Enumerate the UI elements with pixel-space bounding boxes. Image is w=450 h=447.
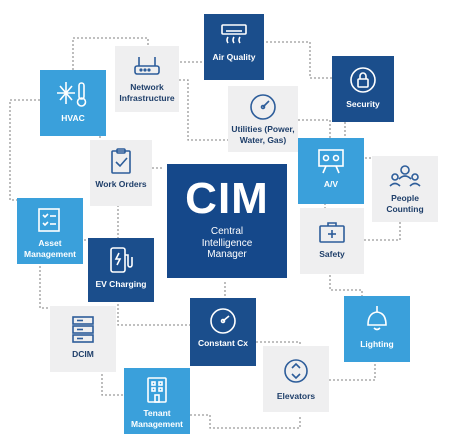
tile-work-orders: Work Orders [90, 140, 152, 206]
tile-utilities-label: Utilities (Power, Water, Gas) [231, 124, 295, 145]
tile-asset-management-label: Asset Management [24, 238, 76, 259]
connector-dcim-asset [39, 262, 52, 309]
tile-network-infrastructure: Network Infrastructure [115, 46, 179, 112]
pendant-lamp-icon [367, 306, 387, 331]
tile-av-label: A/V [323, 179, 339, 189]
air-conditioner-icon [221, 24, 247, 44]
tile-ev-charging-label: EV Charging [95, 279, 147, 289]
connector-hvac-asset [9, 99, 40, 201]
connector-safety-lighting [329, 275, 363, 298]
security-lock-icon [350, 67, 376, 93]
connector-utilities-av [298, 119, 331, 140]
server-rack-icon [72, 316, 94, 343]
tile-dcim-label: DCIM [72, 349, 94, 359]
tile-work-orders-label: Work Orders [95, 179, 147, 189]
av-presentation-icon [318, 149, 344, 174]
tile-safety-label: Safety [319, 249, 345, 259]
connector-hvac-network [72, 37, 149, 70]
elevator-arrows-icon [284, 359, 308, 383]
tile-safety: Safety [300, 208, 364, 274]
connector-ev-constant [117, 300, 190, 326]
asset-checklist-icon [38, 208, 60, 232]
tile-ev-charging: EV Charging [88, 238, 154, 302]
utilities-gauge-icon [250, 94, 276, 120]
tile-utilities: Utilities (Power, Water, Gas) [228, 86, 298, 152]
cim-subtitle-line-3: Manager [207, 249, 247, 260]
people-counting-icon [389, 165, 421, 187]
cim-subtitle: Central Intelligence Manager [167, 226, 287, 261]
cim-title: CIM [185, 174, 269, 223]
tile-constant-cx-label: Constant Cx [197, 338, 249, 348]
connector-people-safety [362, 218, 401, 241]
hvac-snowflake-thermometer-icon [57, 82, 87, 107]
tile-air-quality: Air Quality [204, 14, 264, 80]
cim-center-block: CIM Central Intelligence Manager [163, 160, 291, 282]
tile-security: Security [332, 56, 394, 122]
cim-subtitle-line-2: Intelligence [201, 237, 253, 249]
tile-people-counting-label: People Counting [386, 193, 424, 214]
tile-air-quality-label: Air Quality [212, 52, 256, 62]
tile-constant-cx: Constant Cx [190, 298, 256, 366]
tile-av: A/V [298, 138, 364, 204]
tenant-building-icon [147, 377, 167, 403]
connector-air-quality-security [262, 41, 335, 79]
connector-lighting-elevators [324, 360, 376, 381]
tile-tenant-management: Tenant Management [124, 368, 190, 434]
cim-subtitle-line-1: Central [210, 226, 244, 237]
first-aid-kit-icon [319, 222, 345, 243]
constant-cx-gauge-icon [210, 308, 236, 334]
tile-lighting: Lighting [344, 296, 410, 362]
tile-tenant-management-label: Tenant Management [131, 408, 183, 429]
tile-people-counting: People Counting [372, 156, 438, 222]
tile-asset-management: Asset Management [17, 198, 83, 264]
tile-hvac: HVAC [40, 70, 106, 136]
connector-tenant-elevators [190, 414, 301, 429]
router-icon [134, 57, 160, 75]
work-order-clipboard-icon [111, 148, 131, 174]
tile-hvac-label: HVAC [61, 113, 85, 123]
tile-lighting-label: Lighting [360, 339, 394, 349]
tile-security-label: Security [346, 99, 380, 109]
tile-dcim: DCIM [50, 306, 116, 372]
tile-network-infrastructure-label: Network Infrastructure [119, 82, 175, 103]
tile-elevators-label: Elevators [276, 391, 316, 401]
ev-charger-icon [110, 247, 133, 273]
tile-elevators: Elevators [263, 346, 329, 412]
